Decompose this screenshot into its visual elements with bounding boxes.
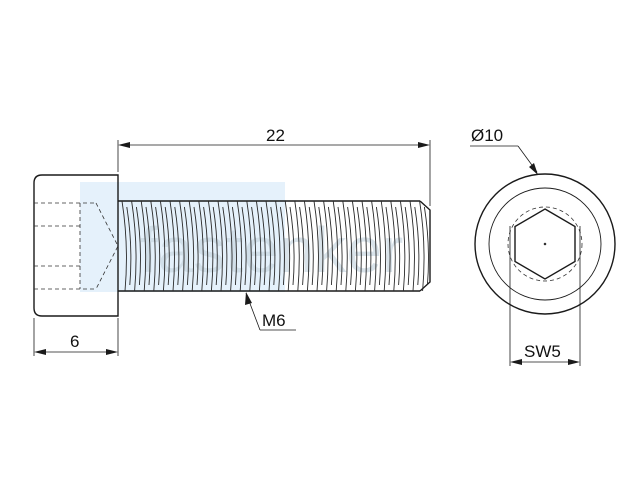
thread-crest-line bbox=[150, 200, 156, 292]
dimension-length: 22 bbox=[117, 126, 431, 206]
thread-root-line bbox=[375, 206, 381, 286]
thread-crest-line bbox=[419, 200, 425, 292]
thread-crest-line bbox=[323, 200, 329, 292]
thread-root-line bbox=[174, 206, 180, 286]
thread-callout: M6 bbox=[245, 292, 296, 331]
thread-crest-line bbox=[313, 200, 319, 292]
bolt-head bbox=[33, 174, 119, 317]
center-mark bbox=[543, 242, 547, 246]
thread-root-line bbox=[404, 206, 410, 286]
thread-root-line bbox=[126, 206, 132, 286]
thread-root-line bbox=[203, 206, 209, 286]
thread-root-line bbox=[222, 206, 228, 286]
thread-crest-line bbox=[188, 200, 195, 292]
thread-root-line bbox=[183, 206, 189, 286]
thread-crest-line bbox=[303, 200, 310, 292]
socket-hidden-circle bbox=[507, 206, 583, 282]
watermark-text: fastenker bbox=[140, 214, 403, 286]
bolt-end-view bbox=[474, 173, 616, 315]
thread-root-line bbox=[385, 206, 391, 286]
thread-crest-line bbox=[332, 200, 339, 292]
thread-root-line bbox=[164, 206, 170, 286]
thread-root-line bbox=[155, 206, 161, 286]
thread-root-line bbox=[251, 206, 257, 286]
thread-crest-line bbox=[399, 200, 406, 292]
thread-crest-line bbox=[284, 200, 291, 292]
thread-helix bbox=[121, 200, 429, 292]
dimension-head-height: 6 bbox=[33, 318, 119, 356]
thread-crest-line bbox=[265, 200, 271, 292]
thread-crest-line bbox=[390, 200, 396, 292]
head-inner-circle bbox=[488, 187, 602, 301]
dimension-head-height-label: 6 bbox=[70, 332, 79, 351]
bolt-side-view bbox=[33, 174, 431, 317]
thread-root-line bbox=[260, 206, 266, 286]
thread-crest-line bbox=[236, 200, 243, 292]
thread-crest-line bbox=[255, 200, 262, 292]
thread-crest-line bbox=[351, 200, 358, 292]
thread-root-line bbox=[289, 206, 295, 286]
thread-root-line bbox=[299, 206, 305, 286]
thread-crest-line bbox=[217, 200, 223, 292]
thread-crest-line bbox=[294, 200, 300, 292]
thread-crest-line bbox=[121, 200, 127, 292]
thread-crest-line bbox=[409, 200, 415, 292]
thread-root-line bbox=[231, 206, 237, 286]
head-diameter-label: Ø10 bbox=[471, 126, 503, 145]
thread-crest-line bbox=[246, 200, 252, 292]
thread-crest-line bbox=[198, 200, 204, 292]
thread-crest-line bbox=[159, 200, 166, 292]
thread-root-line bbox=[318, 206, 324, 286]
thread-root-line bbox=[414, 206, 420, 286]
thread-crest-line bbox=[275, 200, 281, 292]
thread-root-line bbox=[423, 206, 429, 286]
thread-root-line bbox=[270, 206, 276, 286]
thread-crest-line bbox=[169, 200, 175, 292]
thread-crest-line bbox=[179, 200, 185, 292]
thread-crest-line bbox=[140, 200, 147, 292]
thread-size-label: M6 bbox=[262, 311, 286, 330]
thread-root-line bbox=[337, 206, 343, 286]
dimension-hex-key: SW5 bbox=[509, 226, 581, 366]
thread-root-line bbox=[395, 206, 401, 286]
thread-root-line bbox=[145, 206, 151, 286]
thread-root-line bbox=[241, 206, 247, 286]
thread-crest-line bbox=[371, 200, 377, 292]
thread-root-line bbox=[279, 206, 285, 286]
hex-socket bbox=[514, 208, 576, 280]
thread-root-line bbox=[347, 206, 353, 286]
thread-crest-line bbox=[131, 200, 137, 292]
thread-crest-line bbox=[361, 200, 367, 292]
diameter-callout: Ø10 bbox=[470, 126, 538, 175]
hex-key-label: SW5 bbox=[524, 342, 561, 361]
thread-crest-line bbox=[227, 200, 233, 292]
thread-crest-line bbox=[380, 200, 387, 292]
head-outer-circle bbox=[474, 173, 616, 315]
thread-root-line bbox=[212, 206, 218, 286]
thread-root-line bbox=[308, 206, 314, 286]
thread-root-line bbox=[135, 206, 141, 286]
thread-crest-line bbox=[342, 200, 348, 292]
thread-root-line bbox=[366, 206, 372, 286]
thread-crest-line bbox=[207, 200, 214, 292]
socket-hidden-lines bbox=[34, 202, 119, 290]
thread-root-line bbox=[356, 206, 362, 286]
thread-root-line bbox=[193, 206, 199, 286]
thread-root-line bbox=[327, 206, 333, 286]
dimension-length-label: 22 bbox=[266, 126, 285, 145]
